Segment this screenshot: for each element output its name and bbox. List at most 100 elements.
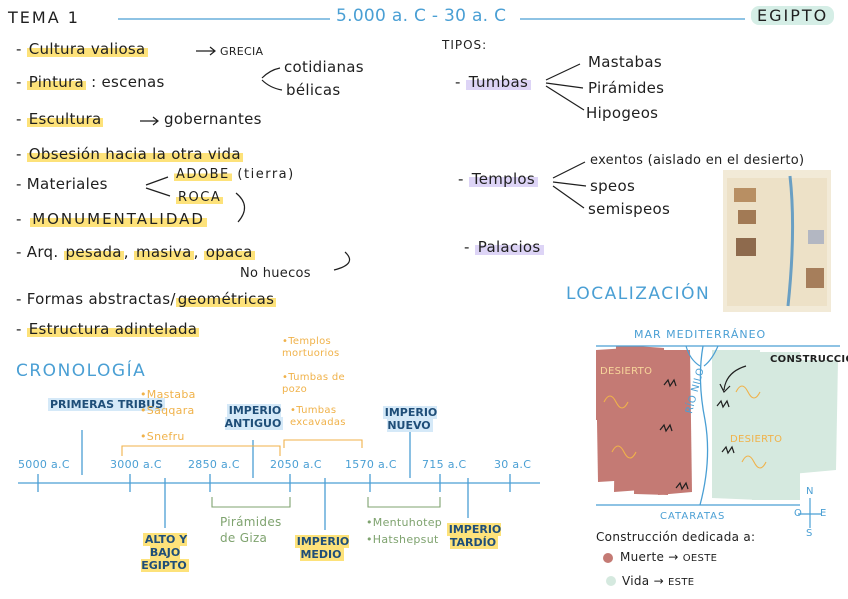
compass-e: E [820,508,827,519]
nota-snefru-text: Snefru [146,430,185,443]
tipos-title: TIPOS: [442,38,488,52]
tumbas-text: Tumbas [465,73,532,91]
arq-text: Arq. [26,243,59,261]
materiales-text: Materiales [26,175,108,193]
vida-text: Vida [622,574,650,588]
escultura-text: Escultura [26,110,104,128]
desierto-este: DESIERTO [730,434,783,445]
pintura-mid: : escenas [91,73,165,91]
compass-n: N [806,486,814,497]
opaca-text: opaca [203,243,255,261]
nota-hatshepsut: •Hatshepsut [366,533,439,546]
era-alto-bajo: ALTO Y BAJO EGIPTO [128,533,202,572]
fecha-3000: 3000 a.C [110,458,162,471]
cataratas-label: CATARATAS [660,511,726,522]
nota-excavadas-text: Tumbas excavadas [290,405,346,428]
nota-saqqara-text: Saqqara [146,404,195,417]
muerte-text: Muerte [620,550,665,564]
material-adobe: ADOBE (tierra) [174,167,295,182]
tipo-palacios: - Palacios [464,238,544,256]
nota-snefru: •Snefru [140,430,185,443]
pintura-cotidianas: cotidianas [284,58,364,76]
nota-templos-mortuorios: •Templos mortuorios [282,336,340,359]
imperio-antiguo-text: IMPERIO ANTIGUO [224,404,284,430]
nota-saqqara: •Saqqara [140,404,195,417]
fecha-5000: 5000 a.C [18,458,70,471]
date-range: 5.000 a. C - 30 a. C [336,6,507,26]
feature-obsesion: - Obsesión hacia la otra vida [16,145,243,163]
no-huecos: No huecos [240,266,311,281]
compass-s: S [806,528,813,539]
tumba-mastabas: Mastabas [588,53,662,71]
pesada-text: pesada [63,243,124,261]
este-text: ESTE [668,577,695,588]
imperio-nuevo-text: IMPERIO NUEVO [382,406,438,432]
primeras-tribus-text: PRIMERAS TRIBUS [48,398,166,411]
feature-pintura: - Pintura : escenas [16,73,165,91]
fecha-2850: 2850 a.C [188,458,240,471]
nota-tumbas-pozo: •Tumbas de pozo [282,372,345,395]
construccion-label: CONSTRUCCIÓN [770,354,848,365]
pintura-belicas: bélicas [286,81,341,99]
page-title: EGIPTO [751,6,835,25]
palacios-text: Palacios [474,238,544,256]
era-imperio-nuevo: IMPERIO NUEVO [378,406,442,432]
templos-text: Templos [468,170,539,188]
feature-arq: - Arq. pesada, masiva, opaca [16,243,255,261]
nota-templos-text: Templos mortuorios [282,336,340,359]
fecha-715: 715 a.C [422,458,467,471]
templo-speos: speos [590,177,636,195]
templo-exentos: exentos (aislado en el desierto) [590,153,805,168]
escultura-arrow: gobernantes [164,110,262,128]
localizacion-title: LOCALIZACIÓN [566,284,711,304]
mentuhotep-text: Mentuhotep [372,516,443,529]
legend-muerte: Muerte → OESTE [620,550,718,564]
nota-piramides-giza: Pirámides de Giza [220,515,282,545]
obsesion-text: Obsesión hacia la otra vida [26,145,243,163]
imperio-medio-text: IMPERIO MEDIO [294,535,350,561]
nota-mastaba-text: Mastaba [146,388,196,401]
masiva-text: masiva [133,243,194,261]
material-roca: ROCA [176,190,224,205]
compass-o: O [794,508,803,519]
imperio-tardio-text: IMPERIO TARDÍO [446,523,502,549]
desierto-oeste: DESIERTO [600,366,653,377]
era-imperio-medio: IMPERIO MEDIO [292,535,352,561]
roca-text: ROCA [176,190,224,205]
era-primeras-tribus: PRIMERAS TRIBUS [48,398,166,411]
hatshepsut-text: Hatshepsut [372,533,439,546]
monumentalidad-text: MONUMENTALIDAD [30,210,207,228]
legend-vida: Vida → ESTE [622,574,695,588]
tierra-text: (tierra) [237,167,295,182]
era-imperio-antiguo: IMPERIO ANTIGUO [220,404,288,430]
mar-label: MAR MEDITERRÁNEO [634,328,767,341]
fecha-1570: 1570 a.C [345,458,397,471]
geometricas-text: geométricas [175,290,277,308]
alto-bajo-text: ALTO Y BAJO EGIPTO [141,533,189,572]
tipo-tumbas: - Tumbas [455,73,532,91]
cronologia-title: CRONOLOGÍA [16,361,147,381]
fecha-2050: 2050 a.C [270,458,322,471]
feature-formas: - Formas abstractas/geométricas [16,290,277,308]
cultura-arrow-text: GRECIA [220,45,264,58]
pintura-text: Pintura [26,73,87,91]
feature-cultura: - Cultura valiosa [16,40,148,58]
nota-mentuhotep: •Mentuhotep [366,516,443,529]
adobe-text: ADOBE [174,167,232,182]
estructura-text: Estructura adintelada [26,320,200,338]
legend-title: Construcción dedicada a: [596,530,756,544]
era-imperio-tardio: IMPERIO TARDÍO [444,523,504,549]
feature-escultura: - Escultura [16,110,104,128]
oeste-text: OESTE [682,553,718,564]
nota-pozo-text: Tumbas de pozo [282,372,345,395]
fecha-30: 30 a.C [494,458,532,471]
tumba-piramides: Pirámides [588,79,665,97]
feature-estructura: - Estructura adintelada [16,320,200,338]
nota-tumbas-excavadas: •Tumbas excavadas [290,405,346,428]
feature-materiales: - Materiales [16,175,108,193]
cultura-text: Cultura valiosa [26,40,148,58]
tema-label: TEMA 1 [8,8,80,27]
tumba-hipogeos: Hipogeos [586,104,659,122]
templo-semispeos: semispeos [588,200,671,218]
